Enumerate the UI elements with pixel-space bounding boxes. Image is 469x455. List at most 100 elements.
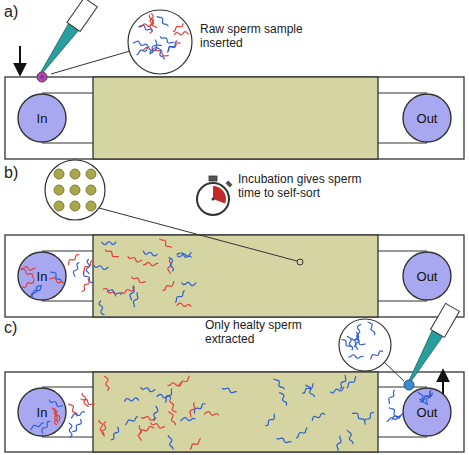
sperm-closeup (133, 11, 188, 61)
sperm-cell (22, 279, 35, 288)
sperm-cell (277, 436, 291, 445)
sperm-cell (144, 261, 158, 266)
channel-wall (42, 386, 93, 387)
sperm-cell (99, 420, 104, 434)
port-circle: Out (402, 251, 452, 301)
sperm-cell (138, 426, 143, 440)
sperm-swarm (30, 398, 62, 433)
sperm-cell (340, 336, 352, 349)
sperm-cell (386, 416, 400, 422)
sperm-cell (128, 286, 136, 300)
sperm-cell (274, 377, 284, 391)
sperm-cell (107, 288, 121, 296)
port-label: Out (417, 405, 438, 420)
sperm-cell (102, 242, 116, 245)
sperm-cell (347, 430, 353, 444)
channel-wall (42, 250, 93, 251)
port-fill (18, 388, 66, 436)
sperm-cell (71, 411, 85, 418)
sample-droplet-core (40, 75, 44, 79)
channel-wall (42, 142, 93, 143)
sperm-closeup (340, 321, 383, 360)
sperm-cell (81, 396, 94, 407)
sperm-cell (169, 257, 174, 271)
sperm-cell (177, 253, 191, 258)
filter-region (93, 77, 378, 159)
panel-letter: a) (4, 2, 34, 21)
sperm-cell (174, 31, 188, 35)
sperm-cell (368, 321, 375, 335)
sperm-cell (157, 15, 168, 28)
port-circle: In (17, 93, 67, 143)
port-label: Out (417, 111, 438, 126)
sperm-cell (51, 270, 62, 283)
sperm-cell (169, 411, 176, 425)
sperm-cell (157, 394, 171, 400)
sperm-cell (280, 392, 288, 406)
port-label: Out (417, 269, 438, 284)
port-fill (403, 94, 451, 142)
sperm-cell (73, 420, 83, 433)
sperm-cell (156, 46, 164, 60)
sperm-cell (106, 248, 119, 260)
sperm-cell (150, 421, 164, 429)
chip-outline (5, 235, 464, 317)
stopwatch (197, 176, 233, 215)
sperm-cell (264, 414, 276, 426)
filter-region (93, 372, 378, 452)
sperm-cell (136, 47, 150, 55)
channel-wall (378, 386, 427, 387)
sperm-swarm (21, 266, 64, 298)
sperm-cell (160, 237, 172, 250)
sperm-cell (124, 417, 138, 425)
chip-outline (5, 77, 464, 159)
sperm-cell (306, 384, 315, 398)
sperm-cell (128, 255, 142, 264)
sperm-cell (387, 390, 398, 403)
sperm-cell (363, 412, 374, 425)
channel-chip (5, 372, 464, 452)
leader-line (99, 208, 297, 261)
sperm-swarm (67, 237, 196, 315)
sperm-cell (369, 350, 383, 359)
sperm-cell (204, 411, 218, 417)
sperm-cell (420, 393, 434, 402)
sperm-cell (301, 384, 315, 394)
sperm-cell (168, 435, 173, 449)
channel-wall (42, 92, 93, 93)
sperm-cell (311, 413, 325, 421)
sperm-cell (124, 398, 138, 402)
sperm-cell (133, 40, 147, 48)
sperm-cell (72, 262, 81, 276)
port-label: In (37, 269, 48, 284)
sperm-cell (86, 259, 90, 273)
sperm-cell (352, 336, 365, 347)
sperm-cell (222, 385, 236, 394)
sperm-cell (141, 386, 155, 393)
sperm-cell (352, 411, 365, 423)
sperm-cell (345, 377, 358, 388)
sperm-cell (110, 427, 120, 440)
filter-pillars (54, 169, 96, 211)
sperm-cell (140, 425, 154, 433)
channel-wall (42, 300, 93, 301)
port-label: In (37, 405, 48, 420)
sperm-cell (131, 293, 140, 307)
chip-outline (5, 372, 464, 452)
sperm-cell (69, 423, 72, 437)
sperm-cell (338, 375, 348, 389)
port-fill (18, 252, 66, 300)
port-circle: Out (402, 387, 452, 437)
magnifier-circle (45, 160, 105, 220)
sperm-cell (189, 439, 203, 449)
port-fill (18, 94, 66, 142)
panel-letter: c) (4, 318, 34, 337)
port-label: In (37, 111, 48, 126)
sperm-cell (177, 376, 191, 386)
sperm-cell (177, 251, 191, 260)
channel-wall (378, 300, 427, 301)
leader-line (51, 51, 130, 74)
